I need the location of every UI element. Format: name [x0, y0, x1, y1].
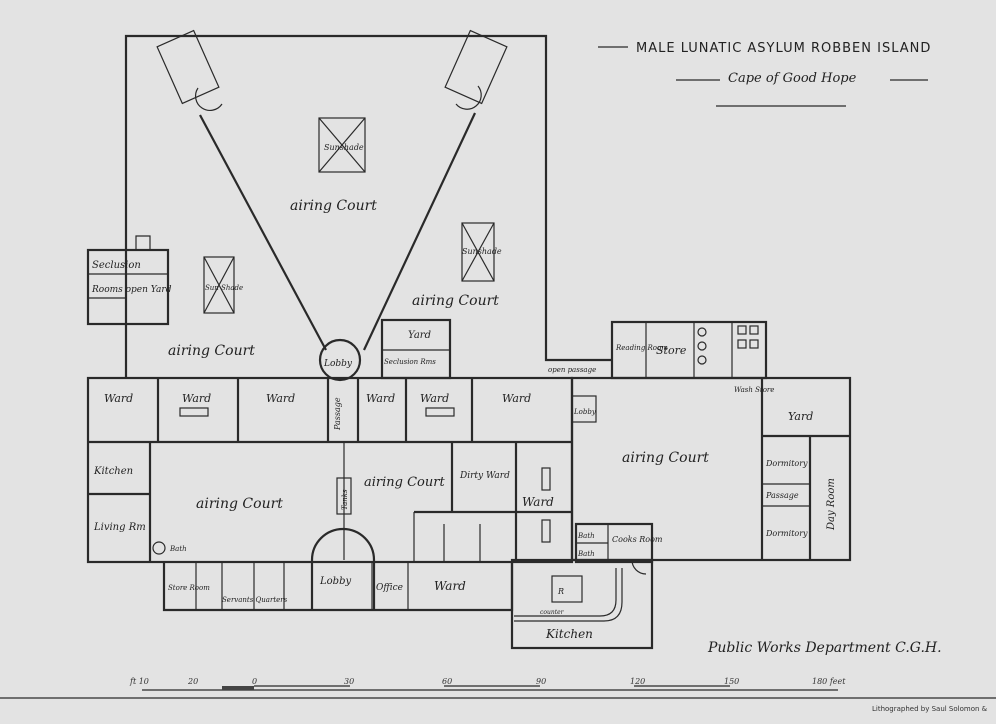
- sunshade-label: Sunshade: [462, 247, 502, 256]
- store-room-label: Store Room: [168, 584, 210, 592]
- counter-label: counter: [540, 609, 565, 616]
- bath-small-label: Bath: [169, 545, 187, 553]
- v-wall-right: [363, 112, 476, 351]
- seclusion-label: Seclusion: [92, 260, 141, 271]
- scale-label: 90: [536, 677, 546, 686]
- airing-court-label: airing Court: [364, 475, 445, 490]
- kitchen-bottom-block: [510, 558, 654, 650]
- lobby-label: Lobby: [573, 408, 597, 416]
- yard-block-top: [380, 318, 452, 380]
- ward-label: Ward: [502, 392, 531, 405]
- sunshade-left: [203, 256, 235, 314]
- airing-court-label: airing Court: [622, 450, 709, 466]
- scale-label: 120: [630, 677, 645, 686]
- sunshade-label: Sunshade: [324, 143, 364, 152]
- sunshade-right: [461, 222, 495, 282]
- wc-block-left: [156, 29, 220, 105]
- svg-text:R: R: [557, 587, 564, 596]
- department-signature: Public Works Department C.G.H.: [707, 640, 942, 656]
- ward-label: Ward: [420, 392, 449, 405]
- wc-block-right: [444, 29, 508, 105]
- lobby-bottom: [310, 527, 376, 610]
- cooks-room-label: Cooks Room: [612, 535, 663, 544]
- scale-label: 60: [442, 677, 452, 686]
- lobby-right: [571, 395, 597, 423]
- bath-label: Bath: [577, 532, 595, 540]
- living-room-label: Living Rm: [93, 522, 146, 533]
- seclusion-rooms-label: Seclusion Rms: [384, 358, 436, 366]
- outer-enclosure-wall: [124, 34, 612, 378]
- servants-quarters-label: Servants Quarters: [222, 596, 288, 604]
- airing-court-label: airing Court: [412, 293, 499, 309]
- kitchen-label: Kitchen: [545, 627, 593, 641]
- dormitory-label: Dormitory: [765, 529, 808, 538]
- scale-label: 180 feet: [812, 677, 846, 686]
- scale-label: 150: [724, 677, 739, 686]
- open-passage-label: open passage: [548, 366, 596, 374]
- dormitory-label: Dormitory: [765, 459, 808, 468]
- bath-label: Bath: [577, 550, 595, 558]
- main-block-east: [570, 376, 852, 562]
- sunshade-label: Sun Shade: [205, 284, 243, 292]
- seclusion-block: [86, 248, 170, 326]
- kitchen-label: Kitchen: [93, 466, 133, 477]
- airing-court-label: airing Court: [290, 198, 377, 214]
- tanks: [336, 477, 352, 515]
- scale-label: 0: [252, 677, 257, 686]
- office-label: Office: [376, 583, 403, 593]
- passage-label: Passage: [333, 397, 342, 431]
- rooms-open-yard-label: Rooms open Yard: [91, 285, 172, 295]
- lobby-label: Lobby: [319, 576, 351, 587]
- ward-label: Ward: [366, 392, 395, 405]
- ward-label: Ward: [182, 392, 211, 405]
- sunshade-top: [318, 117, 366, 173]
- tanks-label: Tanks: [341, 489, 349, 510]
- scale-label: ft 10: [129, 677, 149, 686]
- v-wall-left: [199, 114, 327, 351]
- plan-subtitle: Cape of Good Hope: [728, 71, 857, 86]
- dirty-ward-label: Dirty Ward: [459, 471, 510, 481]
- lithographer-credit: Lithographed by Saul Solomon &: [872, 705, 988, 713]
- scale-bar: [142, 685, 838, 691]
- lobby-label: Lobby: [323, 359, 353, 369]
- yard-label: Yard: [788, 410, 813, 423]
- ward-label: Ward: [266, 392, 295, 405]
- ward-label: Ward: [434, 579, 466, 593]
- yard-label: Yard: [408, 330, 431, 341]
- scale-label: 30: [344, 677, 354, 686]
- reading-room-label: Reading Room: [615, 344, 668, 352]
- lobby-top: [318, 338, 362, 382]
- scale-label: 20: [187, 677, 198, 686]
- passage-label: Passage: [765, 491, 799, 500]
- ward-label: Ward: [522, 495, 554, 509]
- airing-court-label: airing Court: [196, 496, 283, 512]
- store-label: Store: [656, 344, 687, 357]
- wash-store-label: Wash Store: [734, 386, 774, 394]
- airing-court-label: airing Court: [168, 343, 255, 359]
- plan-title: MALE LUNATIC ASYLUM ROBBEN ISLAND: [636, 41, 931, 56]
- day-room-label: Day Room: [826, 478, 837, 531]
- main-block-west: [86, 376, 574, 564]
- ward-label: Ward: [104, 392, 133, 405]
